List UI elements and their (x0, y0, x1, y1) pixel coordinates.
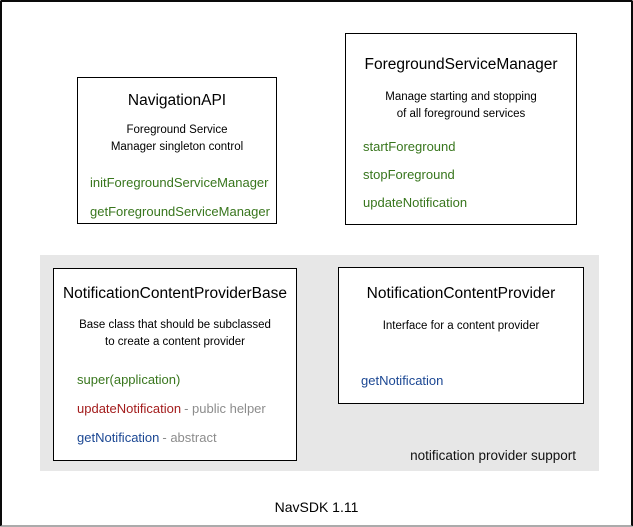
description-line: Manage starting and stopping (385, 91, 537, 103)
class-title: ForegroundServiceManager (364, 56, 558, 73)
class-title: NavigationAPI (127, 92, 227, 109)
method-update-notification: updateNotification (363, 195, 468, 210)
description-line: of all foreground services (396, 107, 526, 120)
description-line: Base class that should be subclassed (79, 319, 271, 331)
method-annotation: - public helper (184, 401, 266, 416)
class-description: Foreground Service Manager singleton con… (78, 122, 276, 155)
method-init-foreground-service-manager: initForegroundServiceManager (90, 175, 269, 190)
class-box-navigation-api: NavigationAPI Foreground Service Manager… (77, 77, 277, 224)
class-title: NotificationContentProviderBase (62, 285, 287, 302)
class-description: Interface for a content provider (339, 318, 583, 335)
description-line: Interface for a content provider (382, 320, 540, 332)
description-line: Manager singleton control (110, 140, 244, 153)
class-box-notification-content-provider-base: NotificationContentProviderBase Base cla… (53, 268, 297, 461)
description-line: Foreground Service (126, 124, 228, 136)
method-get-notification: getNotification- abstract (77, 430, 217, 445)
description-line: to create a content provider (105, 335, 245, 348)
diagram-footer-label: NavSDK 1.11 (274, 499, 359, 515)
method-name: super(application) (77, 372, 181, 387)
method-get-foreground-service-manager: getForegroundServiceManager (90, 204, 270, 219)
class-title: NotificationContentProvider (366, 285, 556, 302)
method-name: updateNotification (77, 401, 182, 416)
method-name: getNotification (77, 430, 160, 445)
method-super-application: super(application) (77, 372, 180, 387)
method-get-notification: getNotification (361, 373, 444, 388)
class-box-foreground-service-manager: ForegroundServiceManager Manage starting… (345, 33, 577, 225)
method-annotation: - abstract (162, 430, 217, 445)
class-description: Manage starting and stopping of all fore… (346, 89, 576, 122)
method-update-notification: updateNotification- public helper (77, 401, 266, 416)
method-start-foreground: startForeground (363, 139, 456, 154)
class-box-notification-content-provider: NotificationContentProvider Interface fo… (338, 267, 584, 404)
class-description: Base class that should be subclassed to … (54, 317, 296, 350)
method-stop-foreground: stopForeground (363, 167, 455, 182)
region-label: notification provider support (410, 448, 576, 463)
